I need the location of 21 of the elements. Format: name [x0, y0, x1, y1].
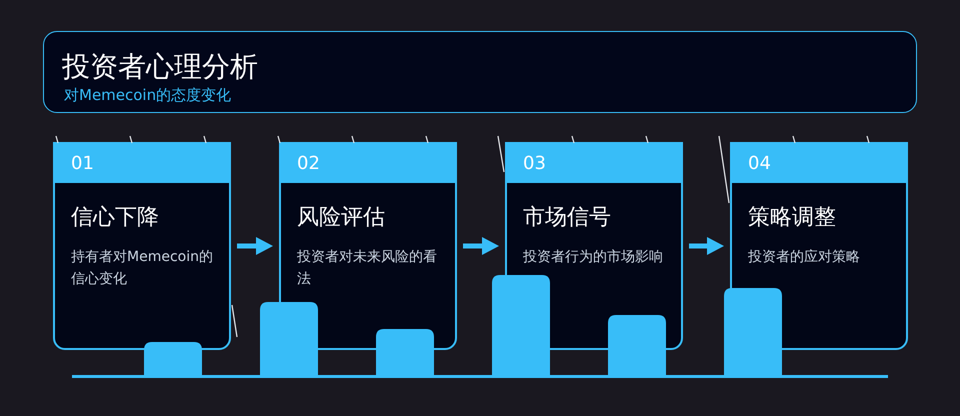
arrow [237, 237, 273, 255]
title-panel [43, 31, 917, 113]
arrow [463, 237, 499, 255]
step-card [279, 142, 457, 350]
arrow [689, 237, 724, 255]
step-number: 01 [71, 152, 94, 174]
step-number: 02 [297, 152, 320, 174]
card-description: 投资者的应对策略 [747, 248, 861, 267]
card-description: 投资者对未来风险的看法 [296, 248, 438, 289]
card-description: 持有者对Memecoin的信心变化 [70, 248, 214, 289]
subtitle: 对Memecoin的态度变化 [63, 85, 232, 105]
step-number: 04 [748, 152, 771, 174]
card-description: 投资者行为的市场影响 [522, 248, 664, 267]
step-card [730, 142, 908, 350]
heading: 投资者心理分析 [62, 49, 258, 85]
card-title: 策略调整 [747, 204, 837, 232]
card-title: 信心下降 [70, 204, 160, 232]
card-title: 风险评估 [296, 204, 386, 232]
step-card [53, 142, 231, 350]
step-number: 03 [523, 152, 546, 174]
card-title: 市场信号 [522, 204, 612, 232]
